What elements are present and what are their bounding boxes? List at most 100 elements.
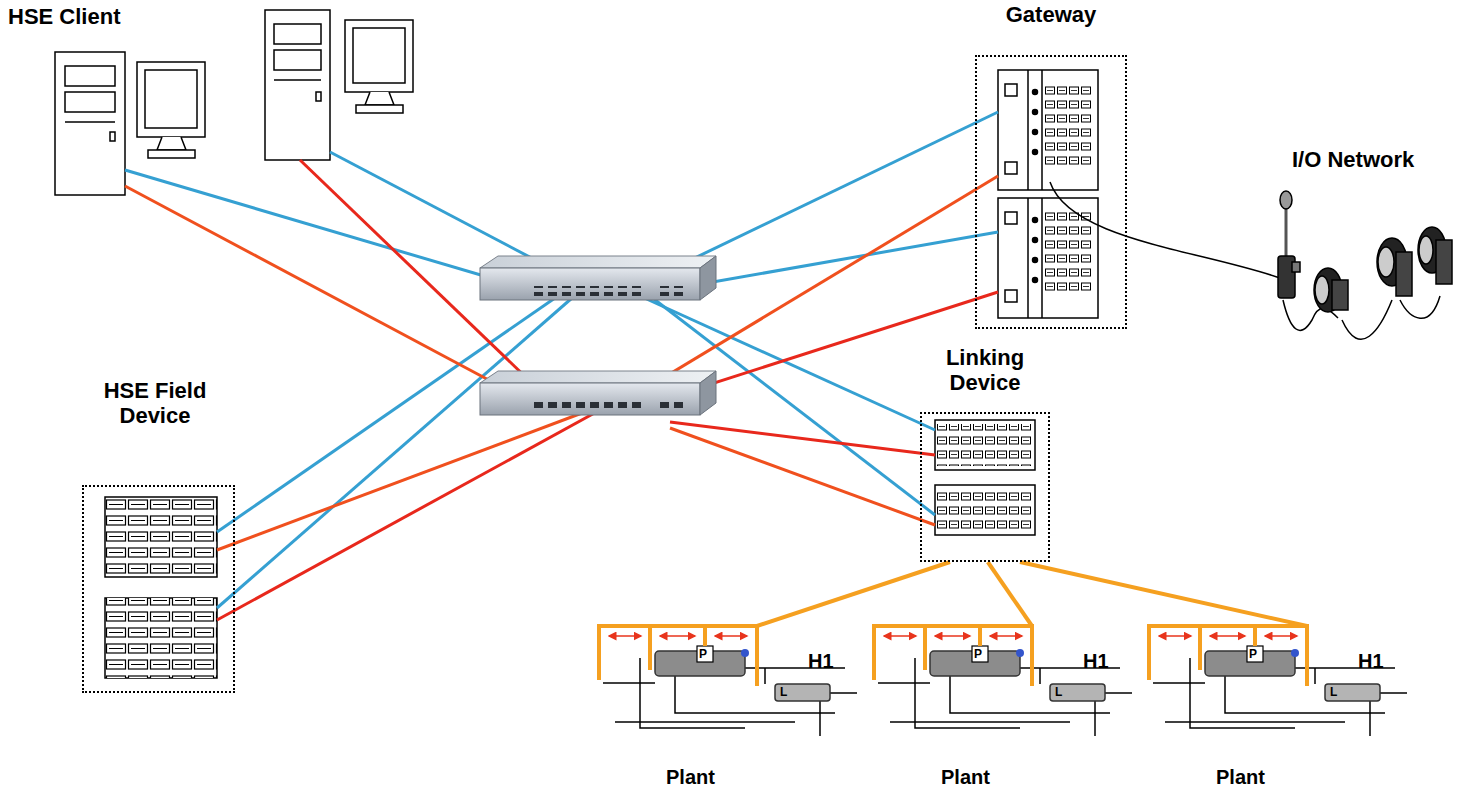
- plant-caption: Plant: [666, 766, 715, 789]
- illustration-stroke: [65, 66, 115, 86]
- area-label: I/O Network: [1292, 147, 1414, 172]
- field-device-module: [105, 497, 217, 678]
- device-group: Gateway: [975, 2, 1127, 329]
- illustration-stroke: [274, 79, 321, 81]
- dotted-enclosure: [82, 485, 235, 693]
- illustration-stroke: [1005, 212, 1017, 224]
- illustration-stroke: [530, 401, 642, 411]
- ethernet-cable-blue: [125, 112, 998, 608]
- illustration-stroke: [690, 232, 998, 286]
- illustration-stroke: [670, 422, 935, 455]
- illustration-stroke: [530, 286, 642, 296]
- illustration-stroke: [356, 105, 403, 113]
- group-heading: Linking Device: [925, 345, 1045, 395]
- illustration-stroke: [700, 371, 716, 415]
- instrument-letter: L: [1330, 685, 1337, 700]
- plant-segment: H1Plant: [595, 626, 857, 792]
- illustration-stroke: [1033, 238, 1038, 243]
- illustration-stroke: [217, 410, 600, 620]
- illustration-stroke: [935, 420, 1035, 470]
- plant-caption: Plant: [1216, 766, 1265, 789]
- illustration-stroke: [935, 485, 1035, 535]
- illustration-stroke: [55, 52, 125, 195]
- illustration-stroke: [1280, 191, 1292, 209]
- illustration-stroke: [137, 62, 205, 137]
- client-computer: [265, 10, 413, 160]
- illustration-stroke: [1378, 247, 1394, 277]
- dotted-enclosure: [920, 412, 1050, 562]
- illustration-stroke: [105, 497, 217, 577]
- illustration-stroke: [998, 70, 1098, 190]
- illustration-stroke: [1033, 150, 1038, 155]
- illustration-stroke: [105, 598, 217, 678]
- illustration-stroke: [148, 150, 195, 158]
- illustration-stroke: [640, 296, 935, 430]
- illustration-stroke: [700, 256, 716, 300]
- instrument-letter: L: [1055, 685, 1062, 700]
- instrument-letter: P: [974, 647, 982, 662]
- illustration-stroke: [1332, 280, 1348, 310]
- illustration-stroke: [1027, 70, 1029, 190]
- illustration-stroke: [670, 428, 935, 525]
- io-sensor: [1278, 191, 1452, 312]
- illustration-stroke: [1315, 276, 1329, 304]
- illustration-stroke: [1041, 70, 1043, 190]
- illustration-stroke: [1045, 84, 1093, 168]
- h1-trunk-cable: [757, 562, 950, 626]
- plant-caption: Plant: [941, 766, 990, 789]
- illustration-stroke: [65, 121, 115, 123]
- group-heading: HSE Field Device: [88, 378, 223, 428]
- illustration-stroke: [660, 286, 688, 296]
- plant-segment: H1Plant: [870, 626, 1132, 792]
- illustration-stroke: [480, 371, 716, 383]
- illustration-stroke: [998, 198, 1098, 318]
- group-heading: Gateway: [976, 2, 1126, 27]
- illustration-stroke: [1005, 290, 1017, 302]
- illustration-stroke: [105, 598, 217, 678]
- illustration-stroke: [1005, 162, 1017, 174]
- illustration-stroke: [157, 137, 186, 150]
- device-group: HSE Field Device: [70, 378, 240, 693]
- illustration-stroke: [937, 489, 1033, 531]
- h1-trunk-cable: [988, 562, 1032, 626]
- illustration-stroke: [1027, 198, 1029, 318]
- illustration-stroke: [316, 92, 321, 101]
- illustration-stroke: [1050, 182, 1280, 278]
- dotted-enclosure: [975, 55, 1127, 329]
- illustration-stroke: [1419, 236, 1433, 264]
- ethernet-switch: [480, 371, 716, 415]
- illustration-stroke: [365, 92, 394, 105]
- instrument-letter: L: [780, 685, 787, 700]
- illustration-stroke: [660, 401, 688, 411]
- device-group: Linking Device: [915, 345, 1055, 562]
- illustration-stroke: [1033, 130, 1038, 135]
- plant-illustration: [1149, 626, 1407, 736]
- ethernet-switch: [480, 256, 716, 300]
- illustration-stroke: [1033, 90, 1038, 95]
- illustration-stroke: [1033, 278, 1038, 283]
- illustration-stroke: [345, 20, 413, 92]
- ethernet-cable-red: [125, 160, 998, 620]
- illustration-stroke: [1045, 212, 1093, 296]
- illustration-stroke: [1005, 84, 1017, 96]
- illustration-stroke: [1041, 198, 1043, 318]
- illustration-stroke: [65, 92, 115, 112]
- illustration-stroke: [1396, 252, 1412, 296]
- area-label: HSE Client: [8, 4, 120, 29]
- illustration-stroke: [1033, 258, 1038, 263]
- illustration-stroke: [1292, 262, 1300, 272]
- illustration-stroke: [1436, 240, 1452, 284]
- illustration-stroke: [937, 424, 1033, 466]
- plant-illustration: [874, 626, 1132, 736]
- illustration-stroke: [480, 268, 700, 300]
- gateway-module: [998, 70, 1098, 318]
- illustration-stroke: [1400, 296, 1440, 318]
- h1-trunk-cable: [1020, 562, 1307, 626]
- instrument-letter: P: [699, 647, 707, 662]
- client-computer: [55, 52, 205, 195]
- illustration-stroke: [1033, 110, 1038, 115]
- illustration-stroke: [480, 256, 716, 268]
- illustration-stroke: [105, 497, 217, 577]
